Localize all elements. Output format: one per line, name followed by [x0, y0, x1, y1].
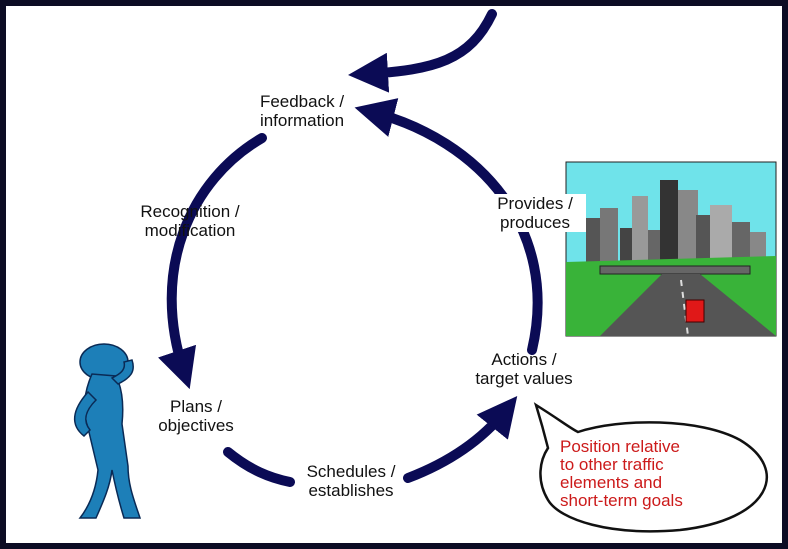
callout-line3: elements and	[560, 473, 663, 492]
node-actions: Actions / target values	[462, 350, 586, 388]
callout-line2: to other traffic	[560, 455, 664, 474]
city-illustration	[565, 161, 777, 337]
node-provides: Provides / produces	[484, 194, 586, 232]
arrow-plans-to-schedules	[223, 447, 295, 487]
node-schedules: Schedules / establishes	[290, 462, 412, 500]
callout-line4: short-term goals	[560, 491, 683, 510]
node-recognition: Recognition / modification	[128, 202, 252, 240]
node-plans: Plans / objectives	[148, 397, 244, 435]
node-actions-line1: Actions /	[491, 350, 557, 369]
callout-text: Position relative to other traffic eleme…	[560, 438, 683, 510]
node-feedback-line2: information	[259, 111, 345, 130]
callout-line1: Position relative	[560, 437, 681, 456]
node-provides-line1: Provides /	[497, 194, 573, 213]
node-feedback: Feedback / information	[250, 92, 354, 130]
speech-bubble	[533, 402, 768, 533]
node-plans-line1: Plans /	[170, 397, 222, 416]
arrow-feedback-to-plans	[158, 133, 267, 390]
node-schedules-line1: Schedules /	[306, 462, 396, 481]
node-recognition-line2: modification	[144, 221, 236, 240]
node-plans-line2: objectives	[158, 416, 234, 435]
node-actions-line2: target values	[475, 369, 573, 388]
thinking-person-figure	[74, 343, 142, 519]
arrow-schedules-to-actions	[403, 395, 518, 483]
incoming-arrow	[348, 9, 497, 93]
node-recognition-line1: Recognition /	[140, 202, 240, 221]
node-feedback-line1: Feedback /	[259, 92, 345, 111]
node-schedules-line2: establishes	[308, 481, 394, 500]
node-provides-line2: produces	[500, 213, 570, 232]
